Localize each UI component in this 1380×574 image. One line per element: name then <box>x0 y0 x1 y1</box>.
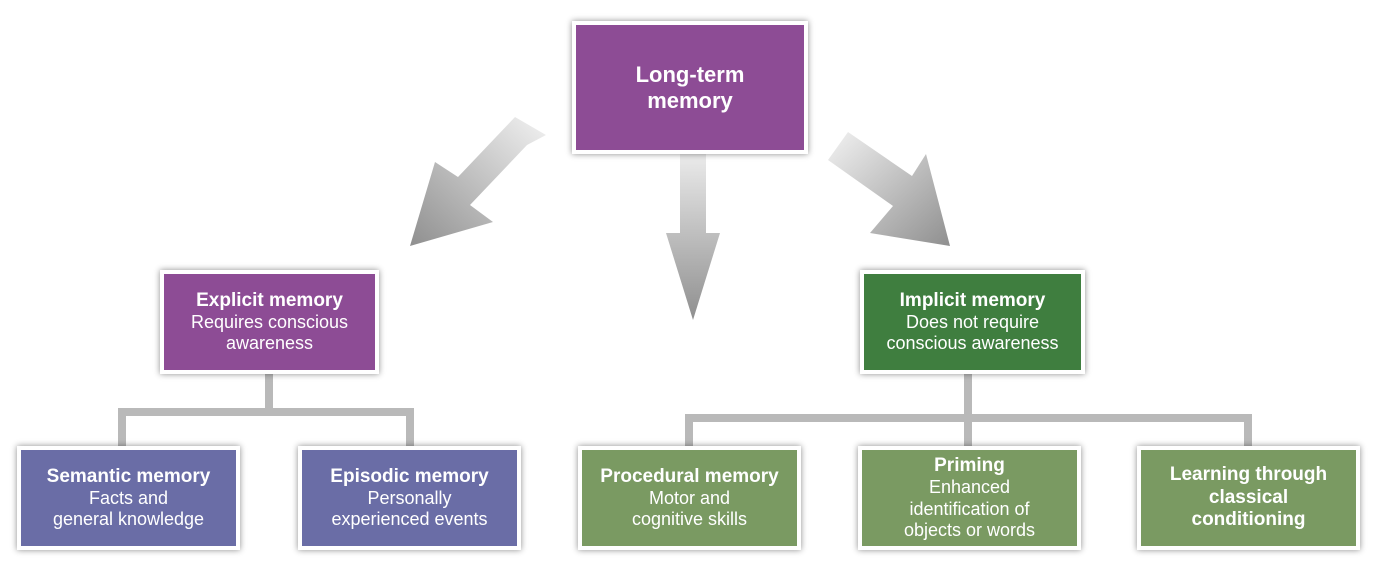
procedural-memory-line2: cognitive skills <box>631 509 748 530</box>
priming-title: Priming <box>934 454 1005 476</box>
semantic-memory-line2: general knowledge <box>52 509 205 530</box>
explicit-connector <box>118 374 414 450</box>
arrow-to-explicit <box>410 117 546 246</box>
long-term-memory-title-line1: Long-term <box>635 61 745 87</box>
node-classical-conditioning: Learning through classical conditioning <box>1137 446 1360 550</box>
priming-line1: Enhanced <box>928 477 1011 498</box>
conditioning-title-line2: classical <box>1208 486 1289 508</box>
arrow-to-middle <box>666 152 720 320</box>
node-implicit-memory: Implicit memory Does not require conscio… <box>860 270 1085 374</box>
node-episodic-memory: Episodic memory Personally experienced e… <box>298 446 521 550</box>
node-explicit-memory: Explicit memory Requires conscious aware… <box>160 270 379 374</box>
arrow-to-implicit <box>828 132 950 246</box>
implicit-memory-title: Implicit memory <box>899 289 1046 311</box>
episodic-memory-line1: Personally <box>367 487 452 508</box>
node-long-term-memory: Long-term memory <box>572 21 808 154</box>
explicit-memory-line2: awareness <box>225 333 314 354</box>
conditioning-title-line1: Learning through <box>1169 464 1328 486</box>
semantic-memory-title: Semantic memory <box>46 465 211 487</box>
node-priming: Priming Enhanced identification of objec… <box>858 446 1081 550</box>
priming-line2: identification of <box>909 498 1030 519</box>
node-procedural-memory: Procedural memory Motor and cognitive sk… <box>578 446 801 550</box>
priming-line3: objects or words <box>903 519 1036 540</box>
explicit-memory-title: Explicit memory <box>196 289 343 311</box>
episodic-memory-line2: experienced events <box>331 509 488 530</box>
explicit-memory-line1: Requires conscious <box>190 311 349 332</box>
episodic-memory-title: Episodic memory <box>330 465 489 487</box>
semantic-memory-line1: Facts and <box>88 487 169 508</box>
conditioning-title-line3: conditioning <box>1191 509 1306 531</box>
implicit-memory-line2: conscious awareness <box>886 333 1059 354</box>
implicit-memory-line1: Does not require <box>905 311 1040 332</box>
node-semantic-memory: Semantic memory Facts and general knowle… <box>17 446 240 550</box>
long-term-memory-title-line2: memory <box>647 87 733 113</box>
procedural-memory-line1: Motor and <box>648 487 731 508</box>
procedural-memory-title: Procedural memory <box>600 465 779 487</box>
implicit-connector <box>685 374 1252 450</box>
